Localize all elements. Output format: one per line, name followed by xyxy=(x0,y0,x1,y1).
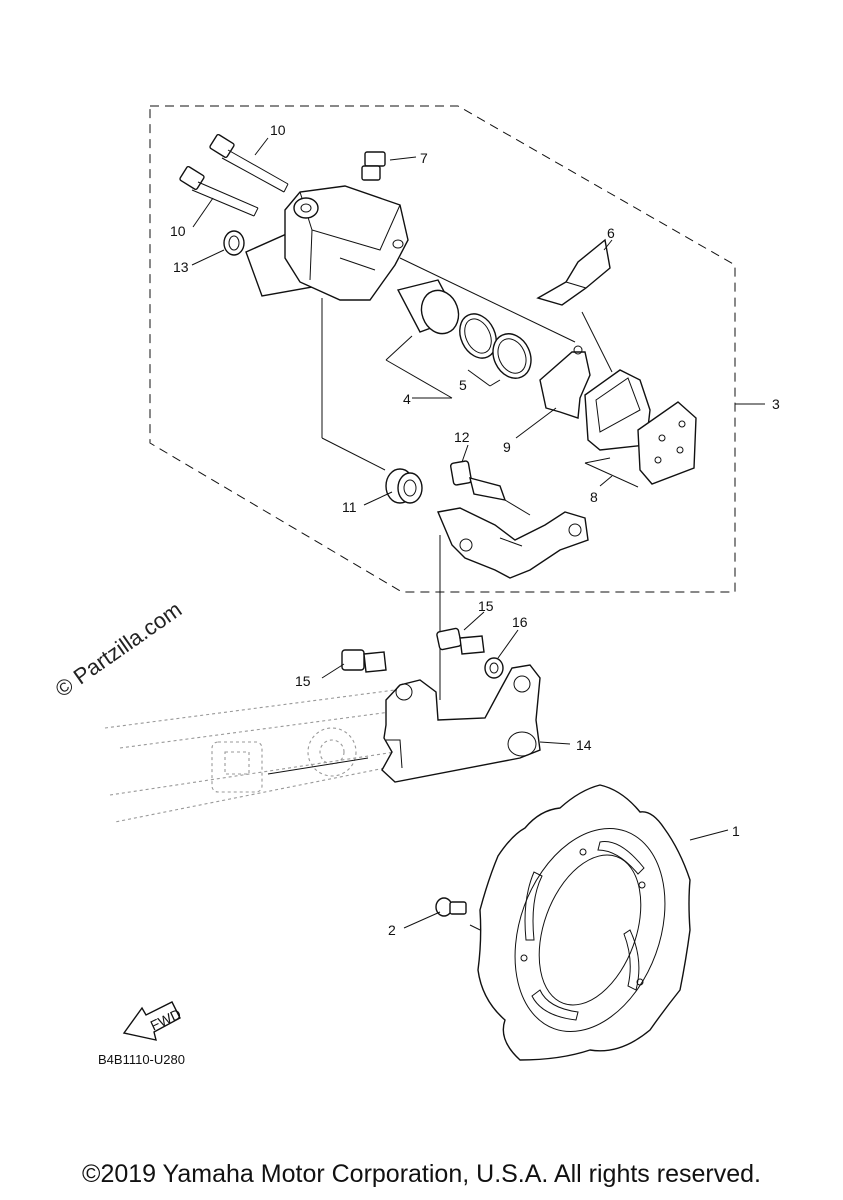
bracket-washer xyxy=(484,657,504,679)
bracket-boot xyxy=(385,468,423,504)
diagram-code: B4B1110-U280 xyxy=(98,1052,185,1067)
caliper-assembly-boundary xyxy=(149,105,736,593)
caliper-boot xyxy=(223,230,245,256)
brake-pad-inner xyxy=(584,369,651,451)
pad-spring xyxy=(536,238,611,306)
callout-15-lower: 15 xyxy=(295,673,311,689)
caliper-bracket xyxy=(437,507,589,579)
caliper-piston xyxy=(385,279,460,399)
callout-7: 7 xyxy=(420,150,428,166)
swingarm-outline xyxy=(104,689,401,823)
caliper-pin-upper xyxy=(209,133,289,193)
fwd-label: FWD xyxy=(148,1006,184,1034)
callout-10-upper: 10 xyxy=(270,122,286,138)
pad-shim xyxy=(539,345,591,419)
callout-6: 6 xyxy=(607,225,615,241)
brake-disc xyxy=(477,784,691,1061)
copyright-notice: ©2019 Yamaha Motor Corporation, U.S.A. A… xyxy=(82,1160,761,1188)
callout-13: 13 xyxy=(173,259,189,275)
callout-4: 4 xyxy=(403,391,411,407)
callout-9: 9 xyxy=(503,439,511,455)
guide-lines xyxy=(267,257,613,953)
bracket-bolt-upper xyxy=(436,627,485,655)
bracket-bolt-lower xyxy=(341,649,387,673)
callout-leaders xyxy=(191,137,765,929)
caliper-pin-lower xyxy=(179,165,259,217)
bleed-screw xyxy=(361,151,386,181)
caliper-mount-bracket xyxy=(381,664,541,783)
brake-pad-outer xyxy=(637,401,697,485)
callout-12: 12 xyxy=(454,429,470,445)
callout-11: 11 xyxy=(342,499,357,515)
caliper-body xyxy=(245,185,409,301)
callout-1: 1 xyxy=(732,823,740,839)
callout-5: 5 xyxy=(459,377,467,393)
callout-3: 3 xyxy=(772,396,780,412)
slide-pin xyxy=(450,460,531,516)
callout-2: 2 xyxy=(388,922,396,938)
callout-14: 14 xyxy=(576,737,592,753)
fwd-arrow-icon: FWD xyxy=(122,1001,184,1041)
callout-15-upper: 15 xyxy=(478,598,494,614)
callout-10-lower: 10 xyxy=(170,223,186,239)
callout-16: 16 xyxy=(512,614,528,630)
disc-screw xyxy=(435,897,467,917)
callout-8: 8 xyxy=(590,489,598,505)
watermark: © Partzilla.com xyxy=(51,597,187,703)
piston-seals xyxy=(459,313,532,387)
